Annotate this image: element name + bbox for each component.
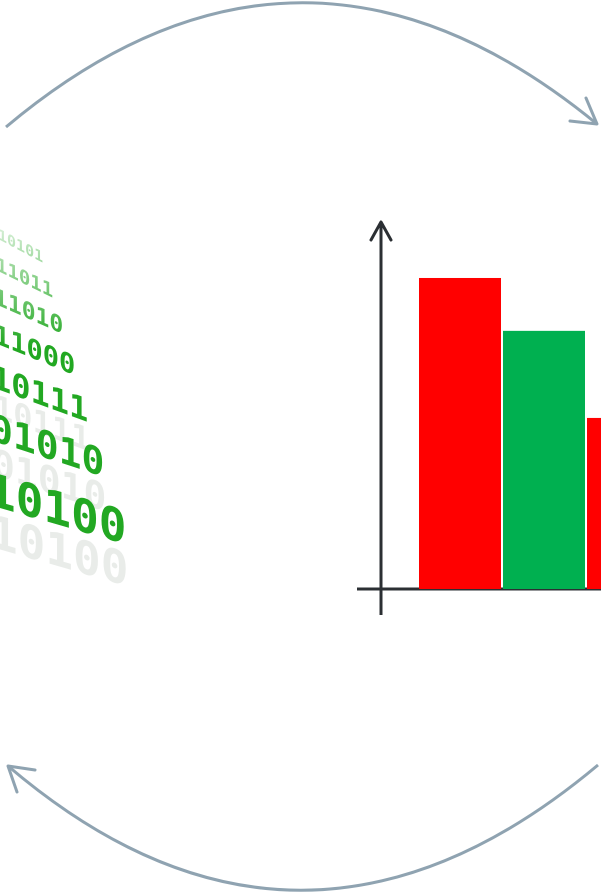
chart-bar — [587, 417, 601, 589]
y-axis-arrow-icon — [369, 220, 393, 242]
curved-arrow-clockwise-icon — [5, 1, 599, 129]
chart-bar — [419, 277, 501, 589]
binary-code-image: 1010111011110101100010111101110101001010… — [0, 200, 180, 620]
chart-bar — [503, 330, 585, 589]
binary-fade-overlay — [0, 200, 180, 620]
curved-arrow-bottom-icon — [6, 763, 599, 892]
bar-chart — [357, 220, 601, 615]
